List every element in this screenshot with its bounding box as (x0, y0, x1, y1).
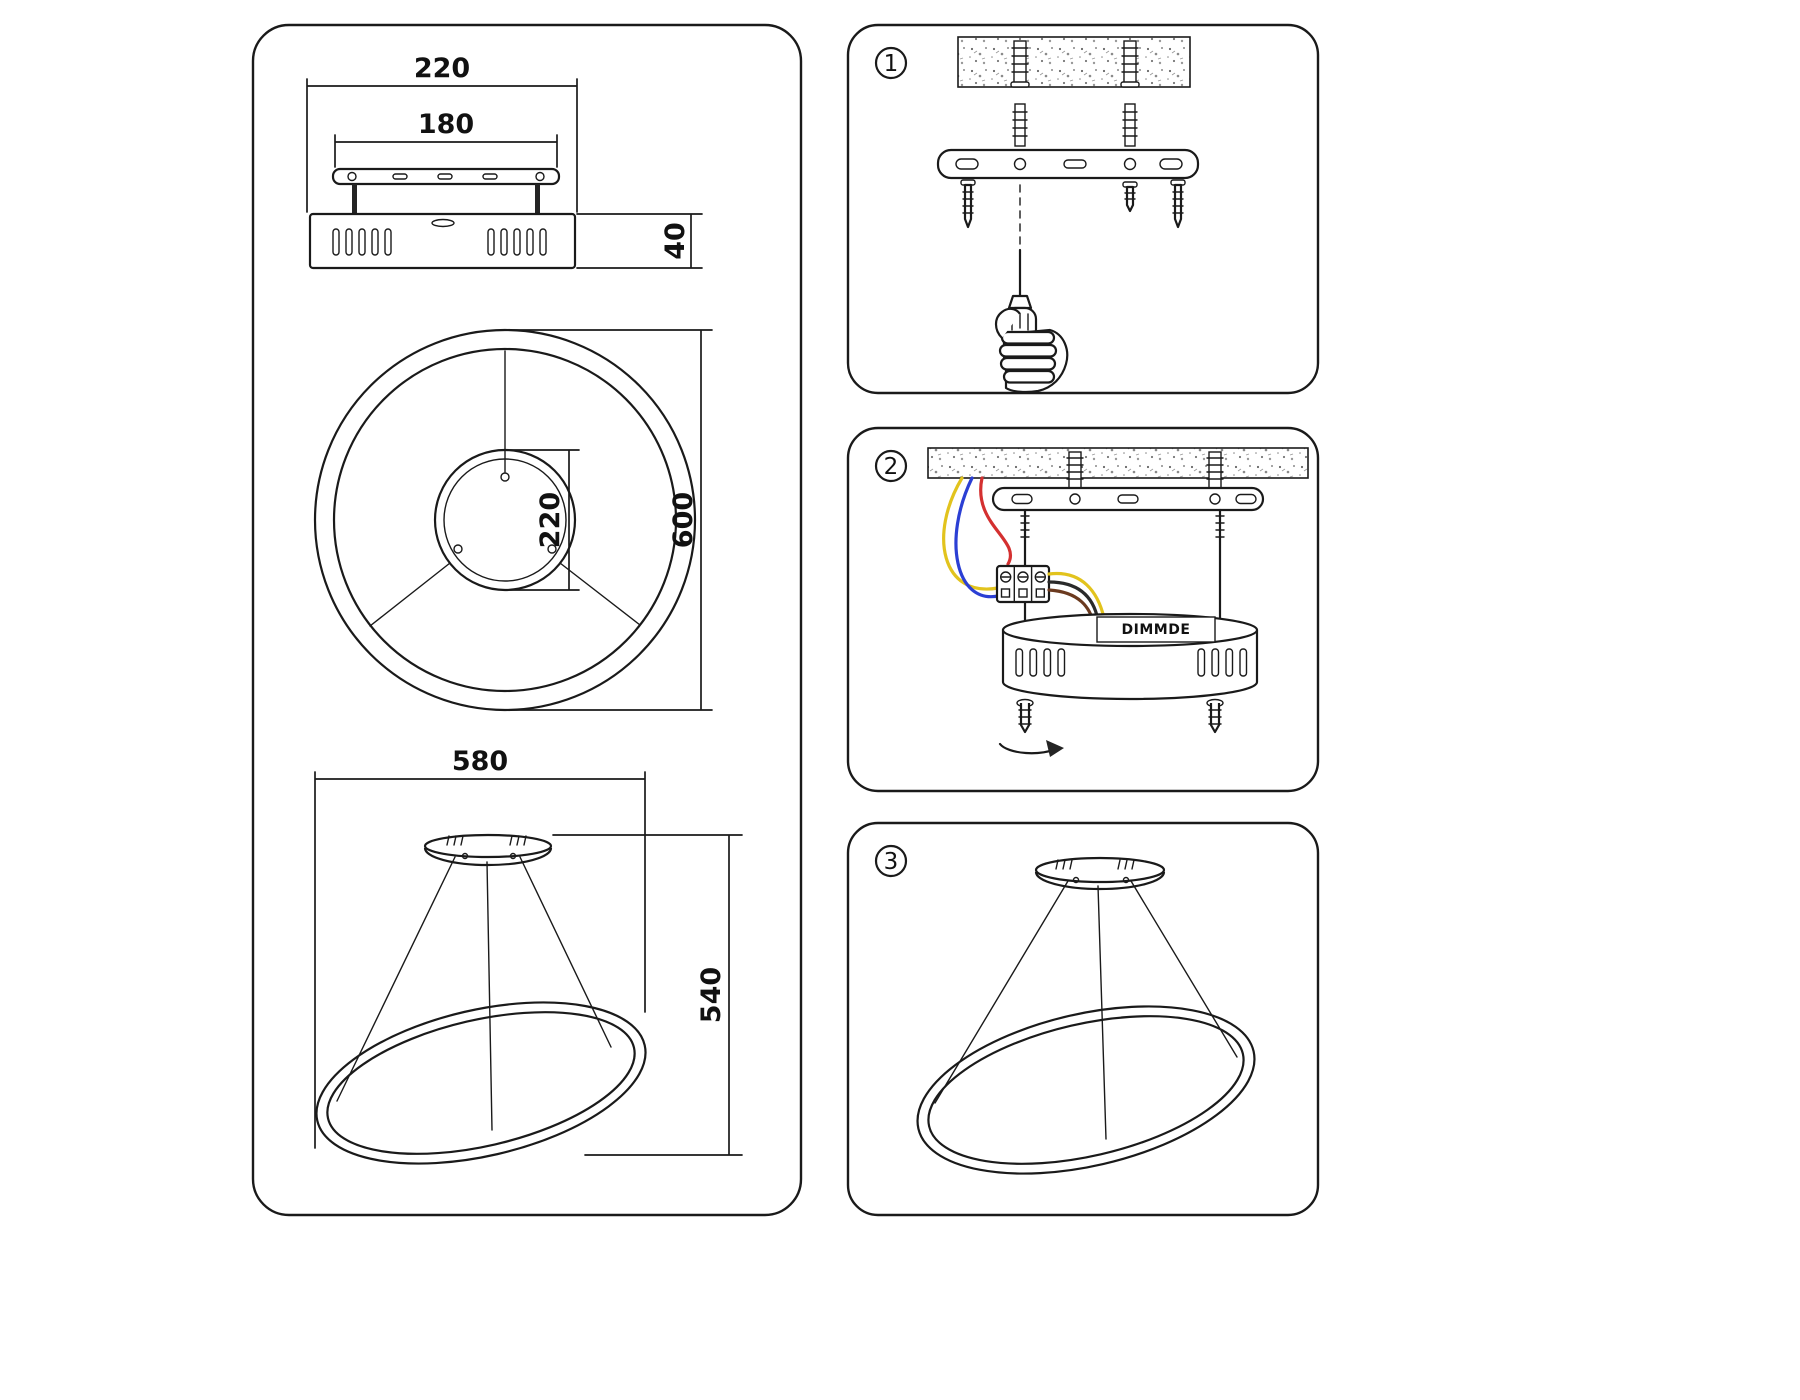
ceiling-section (957, 36, 1191, 88)
dim-bracket-width: 180 (334, 109, 558, 168)
screw-stud (1012, 103, 1028, 147)
ceiling-section (927, 447, 1309, 479)
dim-ring-width: 580 (314, 746, 646, 1149)
mounting-bracket (331, 167, 561, 186)
wire-blue (954, 476, 1000, 599)
step-2-frame (846, 426, 1320, 793)
dim-drop-height: 540 (552, 834, 743, 1156)
step-1-badge (874, 46, 908, 80)
screw (1170, 179, 1186, 229)
step-3-frame (846, 821, 1320, 1217)
dim-label-drop-height: 540 (696, 967, 727, 1023)
dim-label-canopy-diameter: 220 (535, 492, 566, 548)
driver-sticker (1096, 616, 1216, 643)
dim-label-outer-width: 220 (414, 53, 470, 84)
top-view: 600 220 (313, 328, 713, 712)
wall-anchor (1206, 451, 1224, 491)
canopy-slots (1055, 859, 1135, 870)
hand (994, 307, 1069, 394)
locking-screw (1016, 698, 1034, 734)
dim-box-height: 40 (576, 213, 703, 269)
canopy-hole (547, 544, 557, 554)
step-3-badge (874, 844, 908, 878)
screw (1122, 181, 1138, 213)
front-view: 220 180 (306, 53, 703, 270)
pendant-ring (916, 1005, 1256, 1175)
step-1-frame (846, 23, 1320, 395)
finger (1002, 369, 1056, 384)
vent-slots (1015, 648, 1248, 677)
canopy (423, 833, 553, 867)
dim-outer-width: 220 (306, 53, 578, 213)
mounting-bracket (936, 148, 1200, 180)
thumb (994, 307, 1021, 339)
cable-hole (431, 218, 455, 228)
dim-label-box-height: 40 (660, 222, 691, 260)
wall-anchor (1120, 40, 1140, 88)
step-2-badge (874, 449, 908, 483)
finger (999, 356, 1057, 371)
dim-label-ring-width: 580 (452, 746, 508, 777)
suspension-cables (336, 856, 612, 1131)
wire-yellow (942, 476, 1000, 591)
finger (1000, 330, 1056, 345)
vent-slots (332, 228, 547, 256)
canopy-hole (500, 472, 510, 482)
wall-anchor (1066, 451, 1084, 491)
driver-unit: DIMMDE (1001, 612, 1259, 701)
step-2-number: 2 (884, 454, 899, 480)
dim-label-ring-diameter: 600 (668, 492, 699, 548)
screw (535, 184, 540, 214)
screw (960, 179, 976, 229)
wall-anchor (1010, 40, 1030, 88)
dim-label-bracket-width: 180 (418, 109, 474, 140)
driver-box (308, 212, 577, 270)
dim-canopy-diameter: 220 (504, 449, 580, 591)
screwdriver-collar (1007, 294, 1033, 310)
screw-stud (1122, 103, 1138, 147)
finger (998, 343, 1058, 358)
spokes (369, 350, 641, 627)
dimensions-panel-frame (251, 23, 803, 1217)
dim-ring-diameter: 600 (504, 329, 713, 711)
driver-label: DIMMDE (1122, 622, 1191, 638)
pendant-ring (315, 1001, 647, 1165)
locking-screw (1206, 698, 1224, 734)
wire-red (979, 476, 1012, 566)
terminal-block (995, 564, 1051, 604)
mounting-bracket (991, 486, 1265, 512)
step-2-panel: 2 (846, 426, 1320, 793)
side-view: 580 540 (314, 746, 743, 1165)
rotate-arrow (998, 740, 1064, 757)
canopy-hole (453, 544, 463, 554)
dimensions-panel: 220 180 (251, 23, 803, 1217)
step-1-panel: 1 (846, 23, 1320, 395)
suspension-rod (1215, 508, 1225, 640)
step-3-number: 3 (884, 849, 899, 875)
ring-inner-edge (332, 347, 678, 693)
step-3-panel: 3 (846, 821, 1320, 1217)
wire-yellow-out (1047, 571, 1106, 620)
canopy-slots (446, 835, 527, 846)
canopy (1034, 856, 1166, 891)
screw (352, 184, 357, 214)
step-1-number: 1 (884, 51, 899, 77)
